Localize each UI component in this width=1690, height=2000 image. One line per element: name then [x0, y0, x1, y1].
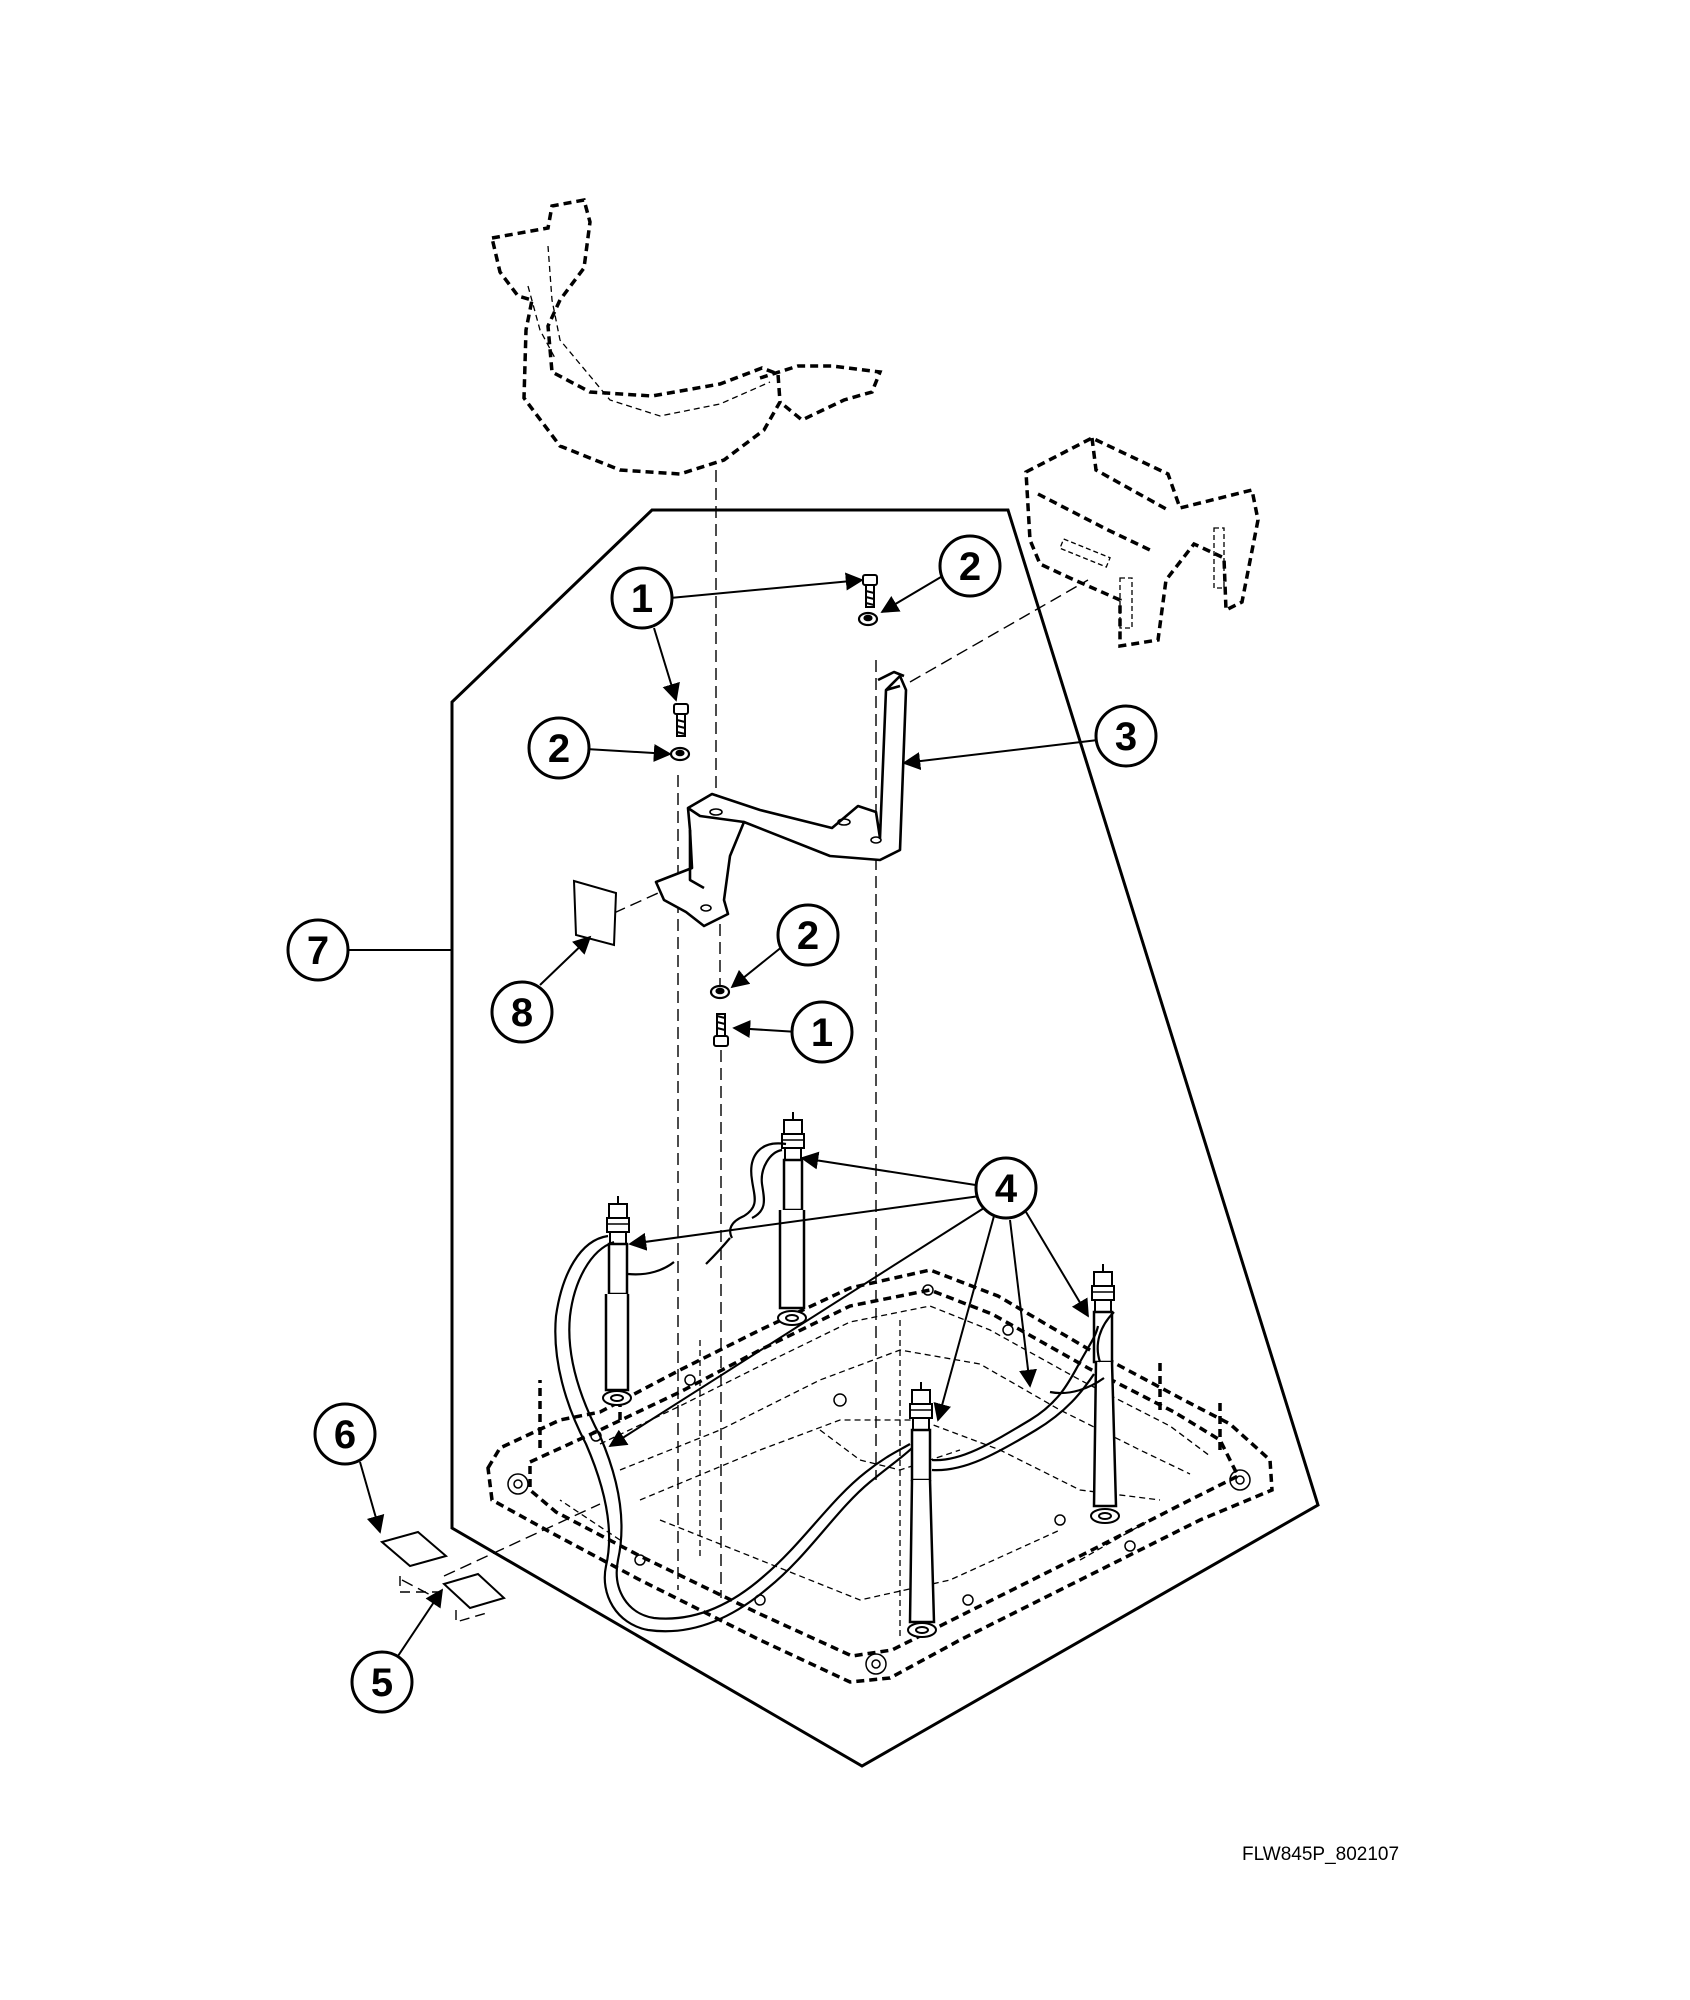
callout-label: 6 [334, 1413, 356, 1457]
callout-label: 2 [548, 727, 570, 771]
callout-7: 7 [286, 918, 350, 982]
callout-1-top: 1 [610, 566, 674, 630]
ghost-mount-panel-slots [1059, 527, 1225, 629]
bracket-icon [654, 670, 908, 928]
pad-guides [399, 1576, 491, 1623]
ghost-cross-brace-inner [527, 245, 771, 417]
pad-icon [379, 1530, 506, 1610]
ghost-cross-brace [489, 197, 883, 476]
kit-outline [450, 508, 1320, 1768]
rod-lower-feet [602, 1310, 1120, 1638]
callout-2-left: 2 [527, 716, 591, 780]
label-icon [572, 879, 618, 947]
bracket-holes [700, 808, 882, 912]
screw-icon [673, 574, 878, 1047]
callout-3: 3 [1094, 704, 1158, 768]
callout-2-middle: 2 [776, 903, 840, 967]
callout-label: 8 [511, 991, 533, 1035]
callout-label: 1 [631, 577, 653, 621]
callout-label: 2 [797, 914, 819, 958]
callout-8: 8 [490, 980, 554, 1044]
drawing-id: FLW845P_802107 [1242, 1844, 1399, 1865]
callout-4: 4 [974, 1156, 1038, 1220]
callout-6: 6 [313, 1402, 377, 1466]
alignment-lines [401, 470, 1089, 1601]
callout-5: 5 [350, 1650, 414, 1714]
callout-label: 4 [995, 1167, 1018, 1211]
ghost-mount-panel [1024, 436, 1260, 649]
leader-lines [348, 572, 1099, 1657]
rod-wires [554, 1142, 1115, 1633]
callout-label: 7 [307, 929, 329, 973]
callout-label: 2 [959, 545, 981, 589]
callout-1-middle: 1 [790, 1000, 854, 1064]
callout-2-top: 2 [938, 534, 1002, 598]
callout-label: 3 [1115, 715, 1137, 759]
callout-label: 5 [371, 1661, 393, 1705]
callout-label: 1 [811, 1011, 833, 1055]
ghost-base-frame-holes [507, 1284, 1251, 1675]
rod-lower-shafts [604, 1210, 1118, 1624]
washer-icon [669, 611, 879, 1000]
